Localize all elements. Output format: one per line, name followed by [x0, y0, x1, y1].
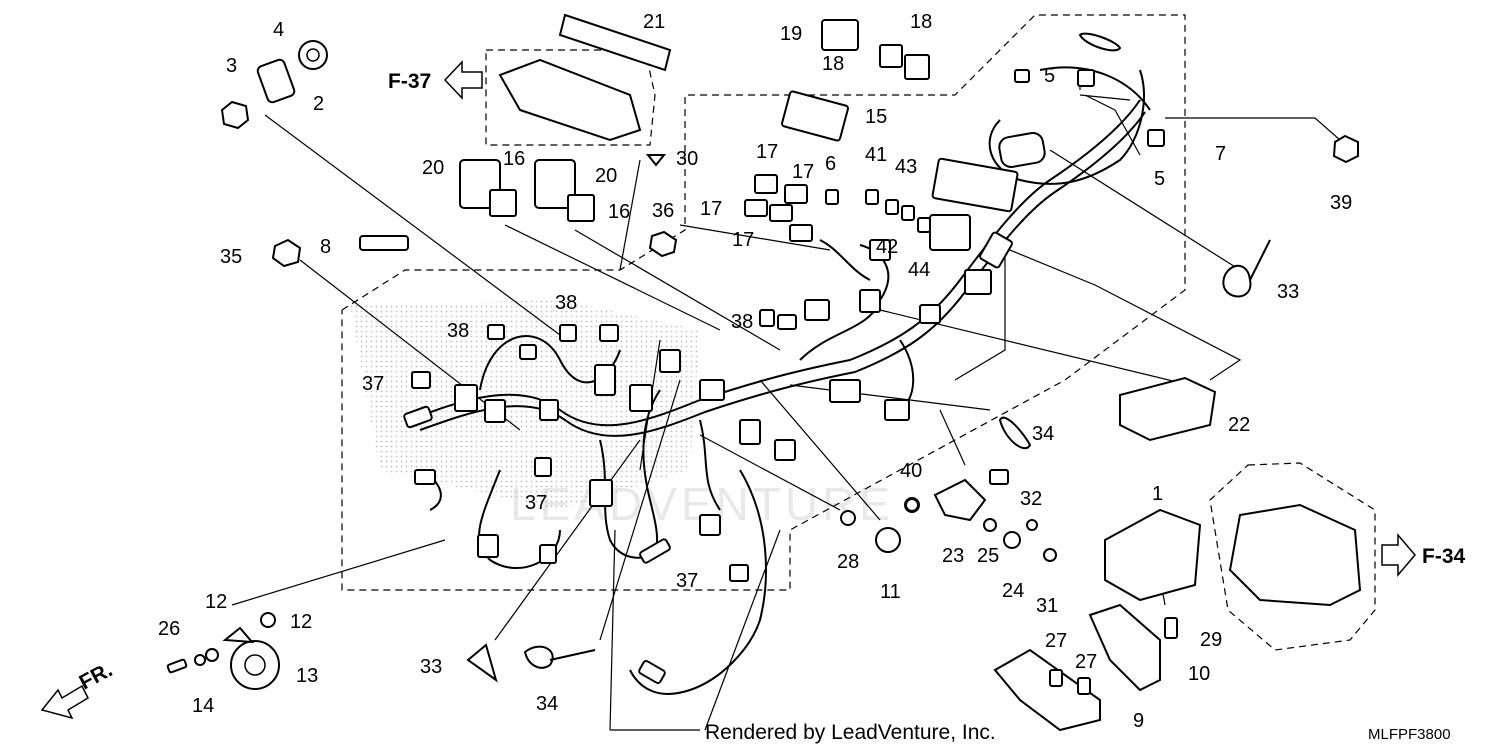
callout: 37 — [362, 373, 384, 395]
callout: 37 — [676, 570, 698, 592]
callout: 34 — [1032, 423, 1054, 445]
callout: 22 — [1228, 414, 1250, 436]
callout: 6 — [825, 153, 836, 175]
callout: 20 — [595, 165, 617, 187]
fuse-box-lid — [558, 13, 672, 72]
callout: 9 — [1133, 710, 1144, 732]
callout: 16 — [608, 201, 630, 223]
ref-arrow-left: F-37 — [388, 60, 483, 100]
callout: 4 — [273, 19, 284, 41]
callout: 38 — [555, 292, 577, 314]
callout: 38 — [447, 320, 469, 342]
callout: 18 — [910, 11, 932, 33]
part-9 — [993, 648, 1101, 732]
callout: 38 — [731, 311, 753, 333]
callout: 26 — [158, 618, 180, 640]
ref-arrow-right: F-34 — [1381, 532, 1466, 578]
callout: 10 — [1188, 663, 1210, 685]
callout: 16 — [503, 148, 525, 170]
relay-right — [534, 159, 576, 209]
callout: 31 — [1036, 595, 1058, 617]
callout: 37 — [525, 492, 547, 514]
callout: 15 — [865, 106, 887, 128]
part-15 — [781, 90, 849, 142]
callout: 39 — [1330, 192, 1352, 214]
callout: 28 — [837, 551, 859, 573]
callout: 34 — [536, 693, 558, 715]
ref-f37: F-37 — [388, 70, 431, 93]
callout: 23 — [942, 545, 964, 567]
callout: 7 — [1215, 143, 1226, 165]
callout: 35 — [220, 246, 242, 268]
callout: 20 — [422, 157, 444, 179]
callout: 33 — [1277, 281, 1299, 303]
front-direction-arrow: FR. — [40, 658, 116, 720]
callout: 5 — [1154, 168, 1165, 190]
components — [166, 13, 1362, 732]
credit-text: Rendered by LeadVenture, Inc. — [705, 721, 996, 744]
part-22 — [1119, 376, 1217, 442]
callout: 21 — [643, 11, 665, 33]
callout: 17 — [700, 198, 722, 220]
callout: 24 — [1002, 580, 1024, 602]
callout: 27 — [1075, 651, 1097, 673]
horn — [230, 640, 280, 690]
relay-small-left — [489, 189, 517, 217]
relay-small-right — [567, 194, 595, 222]
part-11 — [875, 527, 901, 553]
callout: 2 — [313, 93, 324, 115]
callout: 44 — [908, 259, 930, 281]
harness-connectors — [403, 239, 1009, 684]
ref-f34: F-34 — [1422, 545, 1466, 568]
callout: 27 — [1045, 630, 1067, 652]
callout: 12 — [205, 591, 227, 613]
callout: 5 — [1044, 65, 1055, 87]
callout: 17 — [792, 161, 814, 183]
callout: 40 — [900, 460, 922, 482]
bracket-outline — [1209, 462, 1376, 651]
callout: 32 — [1020, 488, 1042, 510]
fuse-box — [498, 58, 642, 142]
callout: 42 — [876, 236, 898, 258]
part-19 — [821, 19, 859, 51]
callout: 36 — [652, 200, 674, 222]
callout: 17 — [756, 141, 778, 163]
leader-lines — [231, 75, 1341, 731]
callout: 43 — [895, 156, 917, 178]
bracket-assembly — [1228, 503, 1362, 607]
callout: 1 — [1152, 483, 1163, 505]
callout: 12 — [290, 611, 312, 633]
part-10 — [1088, 603, 1161, 692]
callout: 29 — [1200, 629, 1222, 651]
callout: 13 — [296, 665, 318, 687]
callout: 3 — [226, 55, 237, 77]
callout: 18 — [822, 53, 844, 75]
callout: 25 — [977, 545, 999, 567]
diagram-code: MLFPF3800 — [1368, 726, 1451, 743]
callout: 14 — [192, 695, 214, 717]
callout: 19 — [780, 23, 802, 45]
callout: 33 — [420, 656, 442, 678]
callouts: 1 2 3 4 5 5 6 7 8 9 10 11 12 12 13 14 15… — [158, 11, 1352, 732]
callout: 8 — [320, 236, 331, 258]
callout: 41 — [865, 144, 887, 166]
callout: 17 — [732, 229, 754, 251]
part-1 — [1104, 508, 1202, 602]
part-23 — [933, 478, 987, 522]
callout: 11 — [880, 581, 901, 603]
callout: 30 — [676, 148, 698, 170]
shaded-area — [350, 300, 700, 510]
